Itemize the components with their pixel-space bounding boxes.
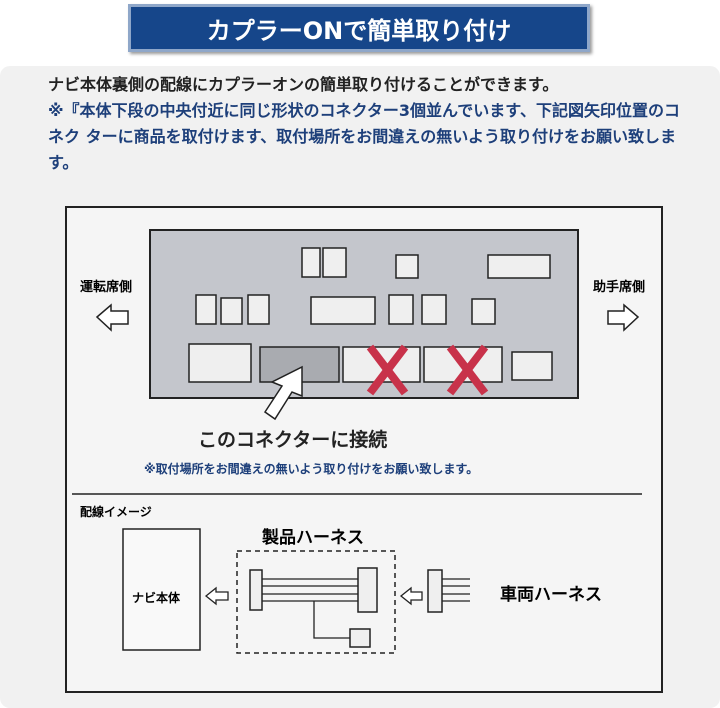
connectors bbox=[188, 247, 553, 383]
title-banner: カプラーONで簡単取り付け bbox=[128, 4, 590, 52]
x-mark-icon bbox=[366, 344, 489, 396]
arrow-left-icon bbox=[399, 586, 423, 606]
vehicle-connector bbox=[427, 569, 443, 613]
note-text: ※『本体下段の中央付近に同じ形状のコネクター3個並んでいます、下記図矢印位置のコ… bbox=[48, 101, 680, 172]
navi-unit-box bbox=[122, 528, 201, 651]
arrow-left-icon bbox=[95, 303, 129, 332]
passenger-side-label: 助手席側 bbox=[593, 280, 646, 295]
arrow-right-icon bbox=[607, 303, 640, 332]
intro-text: ナビ本体裏側の配線にカプラーオンの簡単取り付けることができます。 bbox=[48, 75, 559, 94]
product-harness-label: 製品ハーネス bbox=[262, 528, 364, 548]
caution-text: ※取付場所をお間違えの無いよう取り付けをお願い致します。 bbox=[144, 462, 479, 476]
arrow-left-icon bbox=[204, 586, 229, 606]
navi-label: ナビ本体 bbox=[132, 591, 181, 605]
driver-side-label: 運転席側 bbox=[80, 280, 133, 295]
wiring-title: 配線イメージ bbox=[80, 505, 152, 519]
product-harness-box bbox=[236, 550, 396, 654]
vehicle-harness-label: 車両ハーネス bbox=[500, 585, 602, 605]
pointer-arrow-icon bbox=[263, 365, 303, 421]
connect-label: このコネクターに接続 bbox=[198, 429, 388, 451]
